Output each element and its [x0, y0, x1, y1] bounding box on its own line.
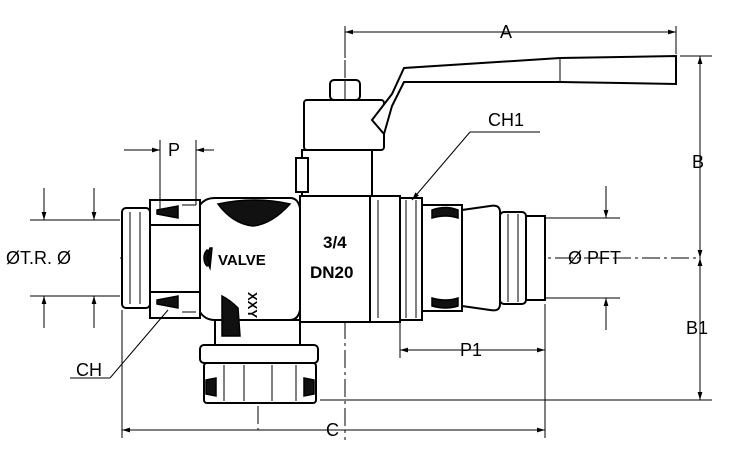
dimension-c: C	[121, 304, 546, 440]
dimension-p: P	[124, 140, 214, 210]
size-dn-label: DN20	[310, 263, 353, 282]
dim-tr-label: ØT.R. Ø	[6, 248, 71, 268]
side-mark-label: XXY	[245, 292, 260, 318]
dim-b1-label: B1	[686, 318, 708, 338]
dim-c-label: C	[326, 420, 339, 440]
size-fraction-label: 3/4	[323, 233, 347, 252]
dim-p-label: P	[168, 140, 180, 160]
bottom-outlet: XXY	[199, 292, 319, 404]
ball-housing: 3/4 DN20	[299, 195, 379, 323]
brand-label: VALVE	[218, 252, 266, 269]
dimension-a: A	[344, 22, 677, 58]
valve-body: VALVE	[199, 197, 301, 321]
dim-pft-label: Ø PFT	[568, 248, 621, 268]
ch1-label: CH1	[488, 110, 524, 130]
dim-b-label: B	[692, 152, 704, 172]
dim-p1-label: P1	[460, 340, 482, 360]
compression-nut	[121, 199, 201, 319]
stem-and-handle	[295, 54, 677, 197]
dimension-tr: ØT.R. Ø	[6, 188, 120, 328]
dimension-pft: Ø PFT	[545, 186, 621, 330]
dim-a-label: A	[500, 22, 512, 42]
dimension-b: B	[680, 55, 712, 258]
dimension-p1: P1	[399, 304, 546, 360]
leader-ch1: CH1	[411, 110, 540, 201]
ch-label: CH	[76, 360, 102, 380]
right-connector	[369, 195, 546, 323]
leader-ch: CH	[70, 309, 169, 380]
dimension-b1: B1	[320, 258, 712, 401]
